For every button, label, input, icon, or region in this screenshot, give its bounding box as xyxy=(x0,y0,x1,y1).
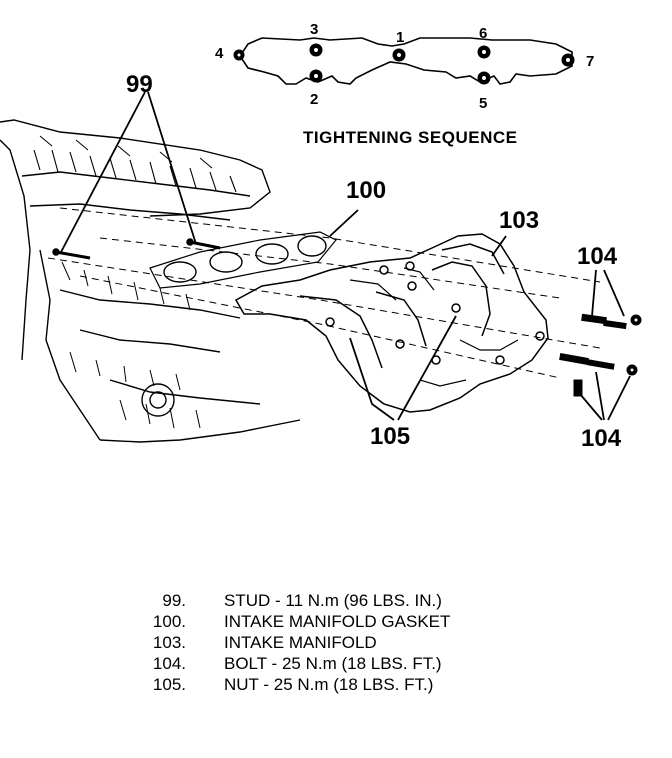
sequence-number-7: 7 xyxy=(586,53,594,70)
tightening-sequence-title: TIGHTENING SEQUENCE xyxy=(303,128,517,147)
sequence-number-6: 6 xyxy=(479,25,487,42)
callout-103: 103 xyxy=(499,207,539,234)
legend-description: NUT - 25 N.m (18 LBS. FT.) xyxy=(224,674,434,694)
callout-100: 100 xyxy=(346,177,386,204)
callout-99: 99 xyxy=(126,71,153,98)
legend-description: INTAKE MANIFOLD GASKET xyxy=(224,611,451,631)
engine-block-drawing xyxy=(0,119,337,443)
legend-row-103: 103. INTAKE MANIFOLD xyxy=(140,632,560,653)
sequence-number-3: 3 xyxy=(310,21,318,38)
sequence-bolt-holes xyxy=(233,43,575,85)
legend-number: 99. xyxy=(162,590,186,610)
legend-number: 100. xyxy=(152,611,186,631)
legend-row-104: 104. BOLT - 25 N.m (18 LBS. FT.) xyxy=(140,653,560,674)
sequence-number-5: 5 xyxy=(479,95,487,112)
legend-number: 103. xyxy=(152,632,186,652)
callout-104-top: 104 xyxy=(577,243,618,270)
sequence-number-2: 2 xyxy=(310,91,318,108)
parts-legend: 99. STUD - 11 N.m (96 LBS. IN.) 100. INT… xyxy=(140,590,560,695)
bolt-parts xyxy=(559,313,642,397)
callout-105: 105 xyxy=(370,423,410,450)
legend-row-105: 105. NUT - 25 N.m (18 LBS. FT.) xyxy=(140,674,560,695)
assembly-guide-lines xyxy=(47,207,601,379)
legend-row-99: 99. STUD - 11 N.m (96 LBS. IN.) xyxy=(140,590,560,611)
intake-manifold-drawing xyxy=(234,233,549,413)
legend-number: 105. xyxy=(152,674,186,694)
callout-104-bottom: 104 xyxy=(581,425,622,452)
exploded-view-diagram: 1 2 3 4 5 6 7 TIGHTENING SEQUENCE xyxy=(0,21,642,452)
callout-leaders xyxy=(59,91,631,421)
legend-description: INTAKE MANIFOLD xyxy=(224,632,377,652)
legend-description: BOLT - 25 N.m (18 LBS. FT.) xyxy=(224,653,442,673)
legend-description: STUD - 11 N.m (96 LBS. IN.) xyxy=(224,590,442,610)
sequence-number-4: 4 xyxy=(215,45,224,62)
legend-row-100: 100. INTAKE MANIFOLD GASKET xyxy=(140,611,560,632)
sequence-number-1: 1 xyxy=(396,29,404,46)
legend-number: 104. xyxy=(152,653,186,673)
tightening-sequence-outline xyxy=(239,37,573,85)
